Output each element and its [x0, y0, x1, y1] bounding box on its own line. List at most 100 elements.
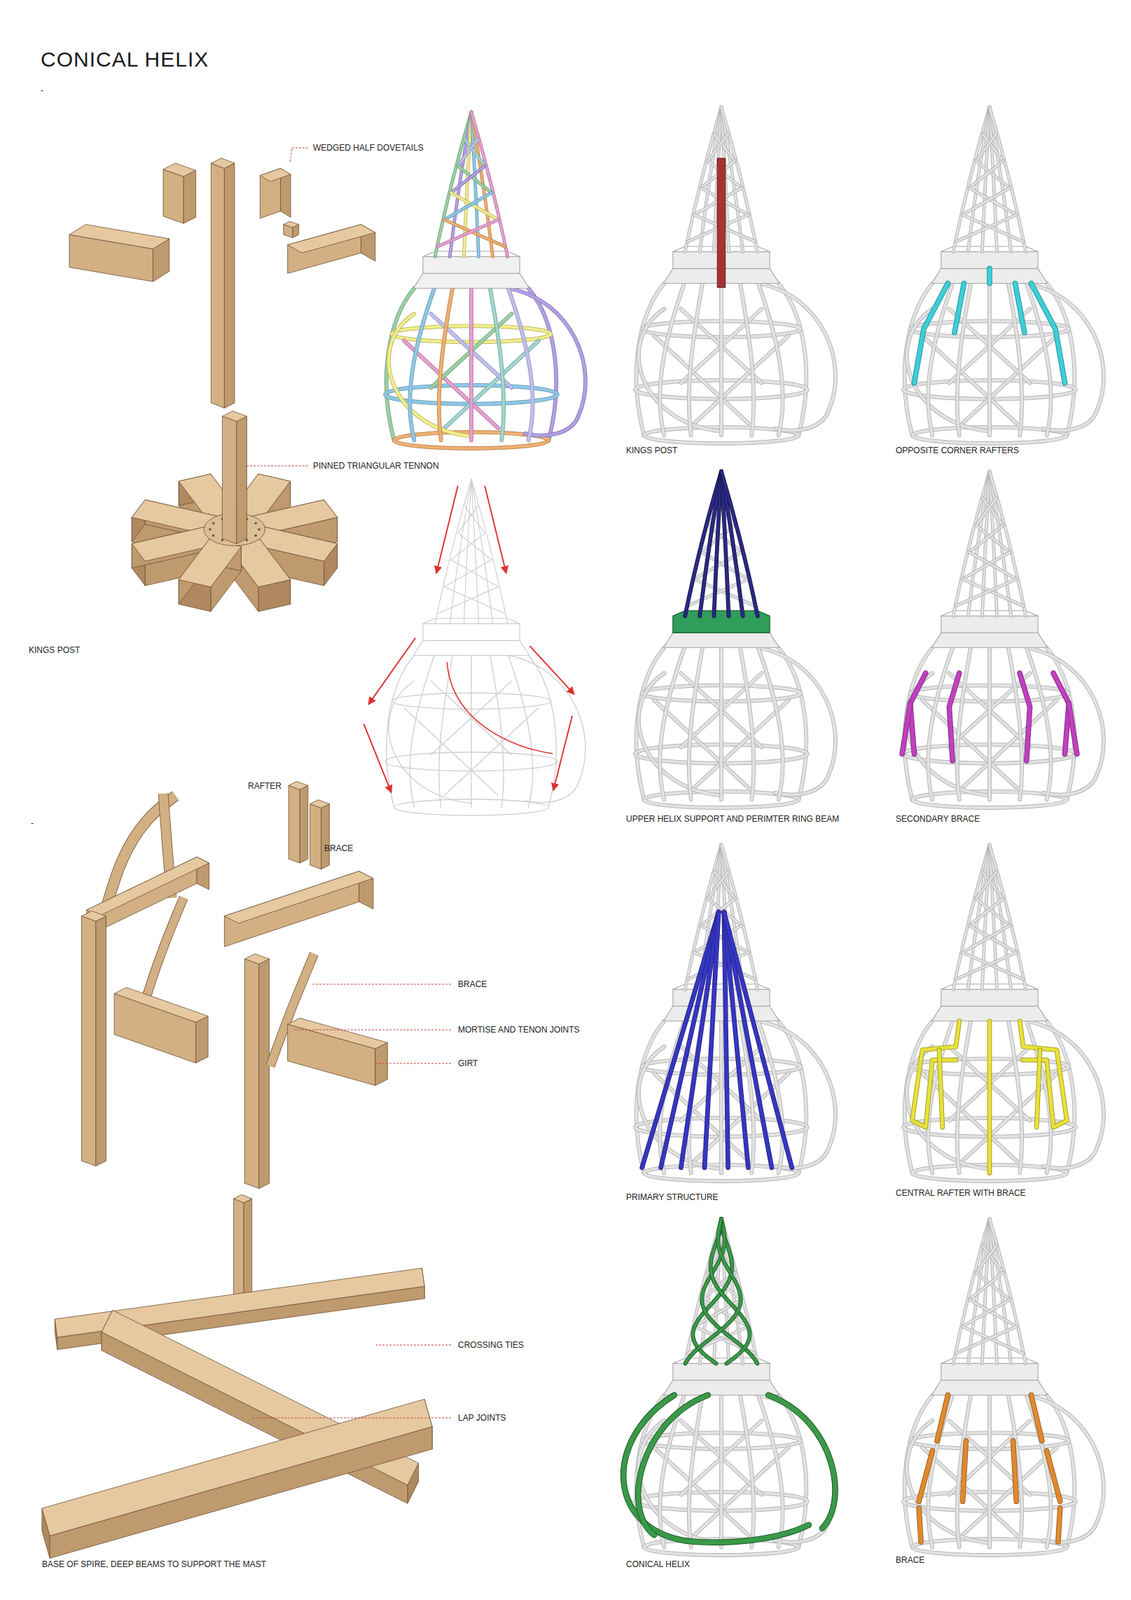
frame-member	[957, 1021, 971, 1174]
load-arrow	[363, 723, 391, 793]
part-label: LAP JOINTS	[458, 1412, 506, 1423]
frame-member	[439, 655, 453, 808]
frame-member	[694, 1446, 789, 1535]
spire-member	[976, 871, 997, 898]
frame-member-edge	[1026, 1395, 1052, 1547]
spire-member	[708, 133, 729, 161]
central-rafter-highlight	[1036, 1049, 1040, 1127]
primary-highlight	[661, 911, 720, 1168]
timber-face	[245, 958, 260, 1189]
brace-highlight	[918, 1507, 921, 1542]
spire-member-edge	[976, 898, 1010, 926]
spire-model	[903, 107, 1104, 444]
brace-highlight	[962, 1440, 967, 1501]
helix-highlight-edge	[685, 1218, 741, 1363]
leader-line	[246, 465, 309, 467]
frame-member-edge	[439, 288, 453, 441]
spire-member	[962, 1299, 1010, 1326]
rafter-highlight	[1014, 283, 1024, 333]
frame-member-edge	[508, 288, 533, 441]
kings-post-star	[131, 411, 337, 612]
spire-member	[463, 479, 472, 624]
load-arrow	[530, 645, 575, 695]
timber-face	[69, 224, 170, 249]
part-label: BRACE	[324, 843, 353, 853]
part-label: KINGS POST	[28, 644, 80, 655]
spire-member	[955, 1326, 1017, 1353]
spire-member	[976, 525, 1010, 552]
primary-highlight	[642, 911, 719, 1168]
frame-member-edge	[987, 1395, 992, 1547]
spire-member-edge	[976, 161, 1010, 188]
frame-member-edge	[758, 1395, 783, 1547]
spire-member	[976, 133, 997, 161]
timber-face	[224, 871, 374, 924]
timber-face	[245, 953, 270, 965]
part-label: -	[40, 85, 44, 96]
frame-member-edge	[469, 288, 474, 441]
spire-member	[721, 471, 758, 616]
frame-member-edge	[758, 647, 783, 800]
frame-member	[719, 647, 723, 800]
timber-face	[210, 163, 225, 409]
panel-caption: SECONDARY BRACE	[895, 813, 980, 824]
spire-member	[962, 214, 1024, 242]
spire-model	[385, 112, 586, 449]
frame-member	[1026, 283, 1104, 431]
frame-member-edge	[689, 1395, 703, 1547]
frame-member	[988, 283, 991, 436]
frame-member	[1026, 1021, 1052, 1174]
helix-support-highlight-edge	[684, 471, 722, 616]
spire-member-edge	[969, 187, 1017, 215]
frame-member-edge	[1008, 647, 1022, 800]
timber-face	[224, 163, 235, 409]
spire-model	[635, 107, 836, 444]
rafter-highlight	[1031, 283, 1066, 384]
frame-member	[439, 288, 453, 441]
timber-face	[95, 916, 107, 1167]
frame-member-edge	[719, 1021, 724, 1174]
frame-member	[719, 283, 723, 436]
spire-member	[955, 952, 1017, 980]
timber-face	[310, 799, 330, 809]
timber-face	[287, 1017, 388, 1049]
frame-member	[1026, 283, 1052, 436]
secondary-brace-highlight-edge	[1053, 672, 1069, 754]
frame-member-edge	[740, 283, 754, 436]
frame-member-edge	[689, 647, 703, 800]
central-rafter-highlight-edge	[1019, 1021, 1067, 1128]
frame-member	[659, 283, 685, 436]
frame-member	[758, 1395, 836, 1543]
timber-face	[114, 987, 208, 1023]
spire-member	[976, 898, 1010, 926]
primary-highlight-edge	[680, 911, 719, 1168]
collar-band	[941, 1362, 1038, 1380]
bolt	[212, 521, 215, 524]
spire-member	[976, 497, 997, 525]
timber-face	[299, 785, 309, 863]
frame-member	[386, 655, 415, 808]
spire-member	[962, 551, 1010, 579]
helix-curve	[446, 661, 553, 754]
frame-member-edge	[1008, 1021, 1022, 1174]
frame-member-edge	[1026, 1395, 1104, 1543]
spire-member	[434, 479, 472, 624]
spire-member-edge	[962, 187, 1010, 215]
frame-member	[719, 1021, 723, 1174]
bolt	[212, 534, 215, 537]
timber-face	[42, 1398, 433, 1536]
timber-face	[81, 910, 107, 921]
panel-caption: PRIMARY STRUCTURE	[626, 1191, 719, 1202]
timber-face	[183, 170, 196, 224]
spire-member	[450, 165, 485, 193]
collar-band	[672, 988, 770, 1006]
spire-member	[955, 214, 1017, 242]
secondary-brace-highlight	[1019, 672, 1030, 761]
frame-member	[1026, 1395, 1104, 1543]
spire-member-edge	[437, 219, 499, 247]
secondary-brace-highlight-edge	[901, 703, 911, 754]
kings-post-top	[69, 158, 376, 409]
spire-member-edge	[450, 165, 485, 193]
secondary-brace-highlight-edge	[1019, 672, 1030, 761]
